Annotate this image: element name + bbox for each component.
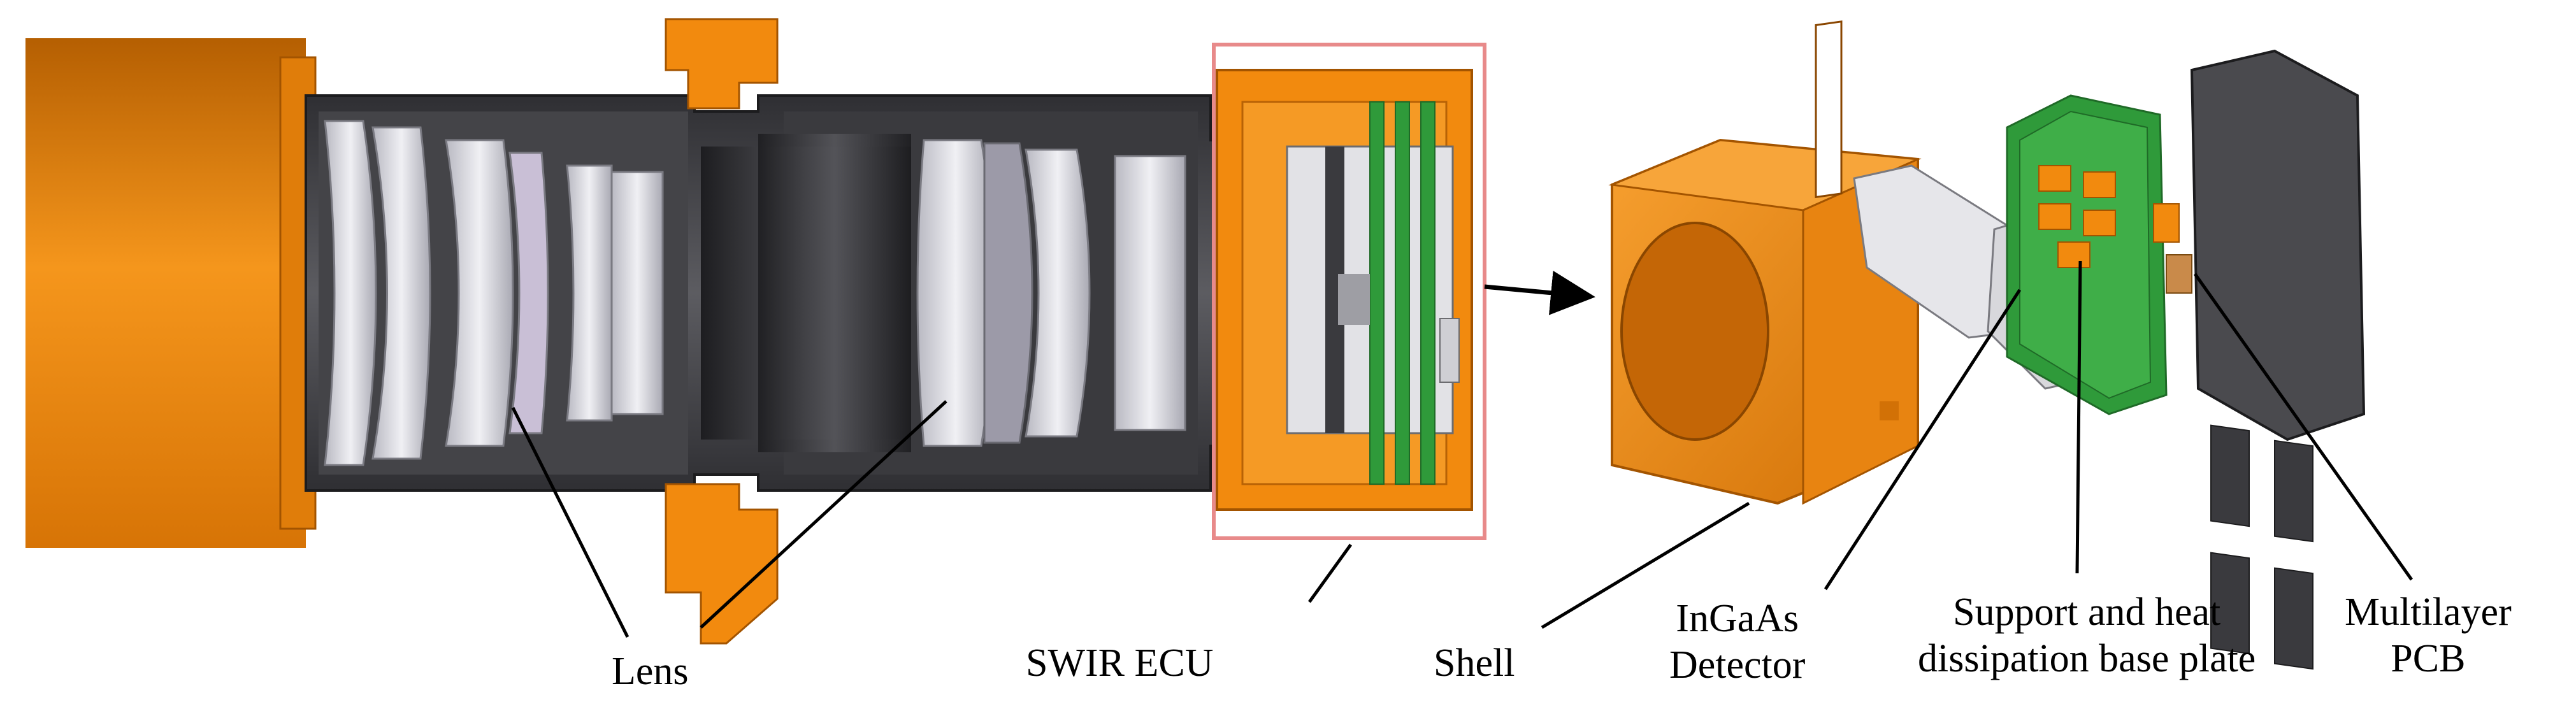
mount-flange-top xyxy=(665,18,779,110)
leader-lens-2 xyxy=(700,400,947,629)
lens-element-10 xyxy=(1114,155,1186,431)
label-lens: Lens xyxy=(612,650,689,693)
shell-opening xyxy=(1620,222,1769,441)
leader-swir-ecu xyxy=(1307,543,1353,603)
leader-shell xyxy=(1541,501,1750,629)
exploded-view xyxy=(1608,20,2366,670)
label-ingaas-detector: InGaAs Detector xyxy=(1669,596,1805,689)
lens-element-6 xyxy=(610,171,664,415)
label-shell: Shell xyxy=(1434,641,1515,685)
leader-ingaas xyxy=(1824,289,2022,591)
leader-pcb xyxy=(2193,273,2414,581)
label-support-line2: dissipation base plate xyxy=(1918,637,2256,681)
lens-element-1 xyxy=(324,120,377,466)
lens-element-4 xyxy=(508,152,549,434)
lens-element-8 xyxy=(983,142,1033,444)
label-support-line1: Support and heat xyxy=(1953,591,2221,634)
label-pcb-line2: PCB xyxy=(2391,637,2466,681)
front-lens-cap xyxy=(25,38,306,548)
explode-arrow xyxy=(1484,270,1595,315)
ecu-highlight-box xyxy=(1212,43,1486,540)
label-multilayer-pcb: Multilayer PCB xyxy=(2345,589,2512,682)
swir-ecu xyxy=(1212,43,1486,540)
label-support-base-plate: Support and heat dissipation base plate xyxy=(1918,589,2256,682)
lens-element-5 xyxy=(566,164,613,422)
rear-cover-part xyxy=(2190,49,2366,670)
lens-element-7 xyxy=(916,139,995,447)
label-ingaas-line1: InGaAs xyxy=(1676,597,1799,640)
lens-element-2 xyxy=(371,126,431,460)
label-ingaas-line2: Detector xyxy=(1669,643,1806,687)
lens-assembly xyxy=(25,18,1237,645)
leader-lines xyxy=(511,261,2414,638)
mount-flange-bottom xyxy=(665,483,779,645)
label-swir-ecu: SWIR ECU xyxy=(1026,641,1214,685)
leader-lens-1 xyxy=(511,406,630,638)
lens-element-9 xyxy=(1025,148,1091,438)
multilayer-pcb-part xyxy=(2006,94,2192,415)
label-pcb-line1: Multilayer xyxy=(2345,591,2512,634)
lens-element-3 xyxy=(445,139,514,447)
leader-support xyxy=(2075,261,2082,574)
